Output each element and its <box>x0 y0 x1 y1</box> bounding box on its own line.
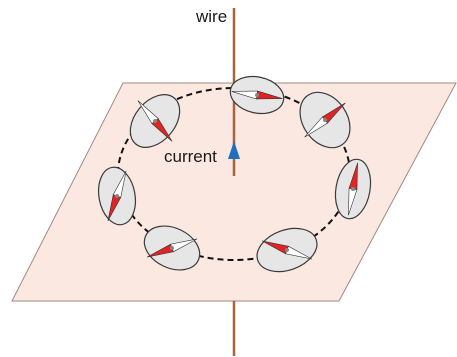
compass-needle <box>304 102 346 138</box>
compass-needle <box>348 162 358 216</box>
compass-needle <box>231 90 283 100</box>
compass-6 <box>97 166 137 226</box>
current-arrow <box>228 141 240 159</box>
compass-1 <box>229 75 285 115</box>
compass-needle <box>146 238 198 258</box>
compass-2 <box>299 91 351 149</box>
compass-needle <box>137 100 173 142</box>
compass-needle <box>261 240 313 260</box>
needle-pivot <box>153 119 157 123</box>
compass-3 <box>334 158 372 220</box>
compass-5 <box>143 225 201 271</box>
compass-4 <box>256 227 318 273</box>
needle-pivot <box>285 248 289 252</box>
compass-7 <box>129 94 181 148</box>
current-label: current <box>164 147 217 166</box>
needle-pivot <box>170 246 174 250</box>
compass-needle <box>107 170 127 222</box>
needle-pivot <box>255 93 259 97</box>
compass-group <box>97 75 372 273</box>
needle-pivot <box>115 194 119 198</box>
needle-pivot <box>323 118 327 122</box>
wire-label: wire <box>195 7 227 26</box>
needle-pivot <box>351 187 355 191</box>
